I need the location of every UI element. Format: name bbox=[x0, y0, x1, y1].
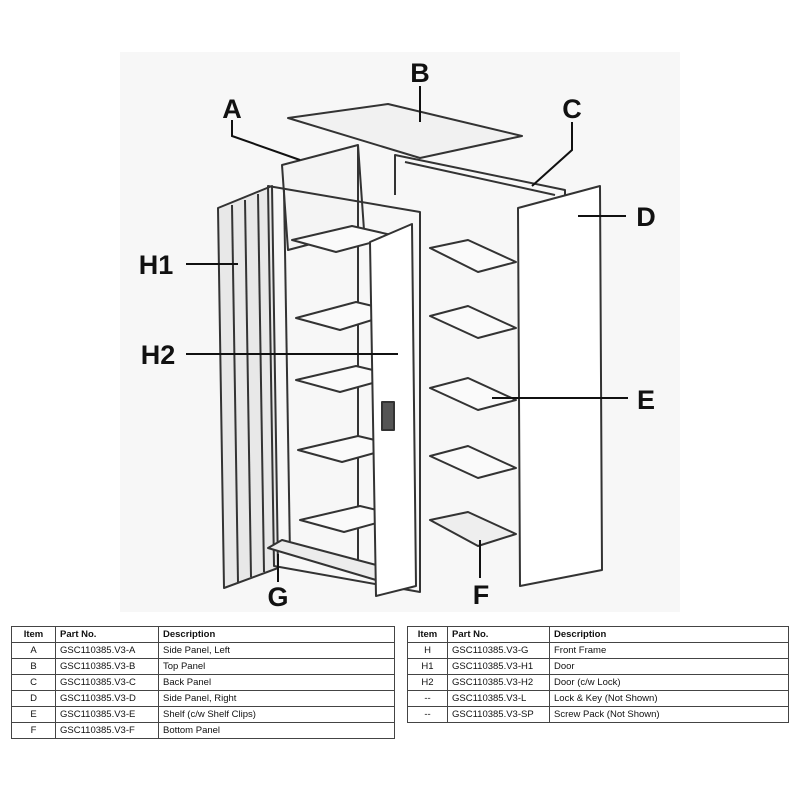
description-cell: Door (c/w Lock) bbox=[549, 674, 789, 691]
part-no-cell: GSC110385.V3-A bbox=[55, 642, 159, 659]
description-cell: Door bbox=[549, 658, 789, 675]
door-louver bbox=[244, 199, 252, 578]
part-no-cell: GSC110385.V3-D bbox=[55, 690, 159, 707]
description-cell: Side Panel, Right bbox=[158, 690, 395, 707]
part-no-cell: GSC110385.V3-H1 bbox=[447, 658, 550, 675]
description-cell: Back Panel bbox=[158, 674, 395, 691]
item-cell: H1 bbox=[407, 658, 448, 675]
front-frame-post bbox=[283, 189, 291, 556]
description-cell: Lock & Key (Not Shown) bbox=[549, 690, 789, 707]
item-cell: H bbox=[407, 642, 448, 659]
header-item: Item bbox=[407, 626, 448, 643]
part-no-cell: GSC110385.V3-G bbox=[447, 642, 550, 659]
loose-shelf bbox=[429, 445, 517, 479]
part-no-cell: GSC110385.V3-H2 bbox=[447, 674, 550, 691]
callout-f: F bbox=[473, 580, 490, 610]
bottom-panel-part bbox=[429, 511, 517, 547]
callout-a: A bbox=[222, 94, 242, 124]
part-no-cell: GSC110385.V3-B bbox=[55, 658, 159, 675]
right-side-panel-part bbox=[517, 185, 603, 587]
item-cell: -- bbox=[407, 706, 448, 723]
header-part-no: Part No. bbox=[55, 626, 159, 643]
item-cell: A bbox=[11, 642, 56, 659]
item-cell: B bbox=[11, 658, 56, 675]
header-item: Item bbox=[11, 626, 56, 643]
top-panel-part bbox=[287, 103, 523, 159]
door-louver bbox=[257, 193, 265, 573]
loose-shelf bbox=[429, 239, 517, 273]
callout-g: G bbox=[267, 582, 288, 612]
door-lock bbox=[381, 401, 395, 431]
item-cell: E bbox=[11, 706, 56, 723]
description-cell: Top Panel bbox=[158, 658, 395, 675]
table-header-row: Item Part No. Description bbox=[11, 626, 395, 643]
part-no-cell: GSC110385.V3-C bbox=[55, 674, 159, 691]
leader-line-c bbox=[531, 122, 573, 187]
exploded-cabinet-diagram: A B C D E F G H1 H2 bbox=[138, 58, 656, 612]
description-cell: Side Panel, Left bbox=[158, 642, 395, 659]
leader-line-a bbox=[231, 120, 301, 161]
item-cell: H2 bbox=[407, 674, 448, 691]
description-cell: Shelf (c/w Shelf Clips) bbox=[158, 706, 395, 723]
description-cell: Front Frame bbox=[549, 642, 789, 659]
callout-c: C bbox=[562, 94, 582, 124]
callout-h1: H1 bbox=[139, 250, 174, 280]
description-cell: Bottom Panel bbox=[158, 722, 395, 739]
item-cell: -- bbox=[407, 690, 448, 707]
door-louver bbox=[231, 204, 239, 583]
callout-e: E bbox=[637, 385, 655, 415]
back-panel-inner bbox=[404, 161, 556, 196]
item-cell: F bbox=[11, 722, 56, 739]
item-cell: C bbox=[11, 674, 56, 691]
callout-h2: H2 bbox=[141, 340, 176, 370]
table-header-row: Item Part No. Description bbox=[407, 626, 789, 643]
header-description: Description bbox=[549, 626, 789, 643]
front-frame-part bbox=[267, 185, 421, 593]
part-no-cell: GSC110385.V3-E bbox=[55, 706, 159, 723]
loose-shelf bbox=[429, 305, 517, 339]
part-no-cell: GSC110385.V3-F bbox=[55, 722, 159, 739]
part-no-cell: GSC110385.V3-SP bbox=[447, 706, 550, 723]
item-cell: D bbox=[11, 690, 56, 707]
loose-shelf bbox=[429, 377, 517, 411]
description-cell: Screw Pack (Not Shown) bbox=[549, 706, 789, 723]
callout-d: D bbox=[636, 202, 656, 232]
header-description: Description bbox=[158, 626, 395, 643]
part-no-cell: GSC110385.V3-L bbox=[447, 690, 550, 707]
header-part-no: Part No. bbox=[447, 626, 550, 643]
callout-b: B bbox=[410, 58, 430, 88]
